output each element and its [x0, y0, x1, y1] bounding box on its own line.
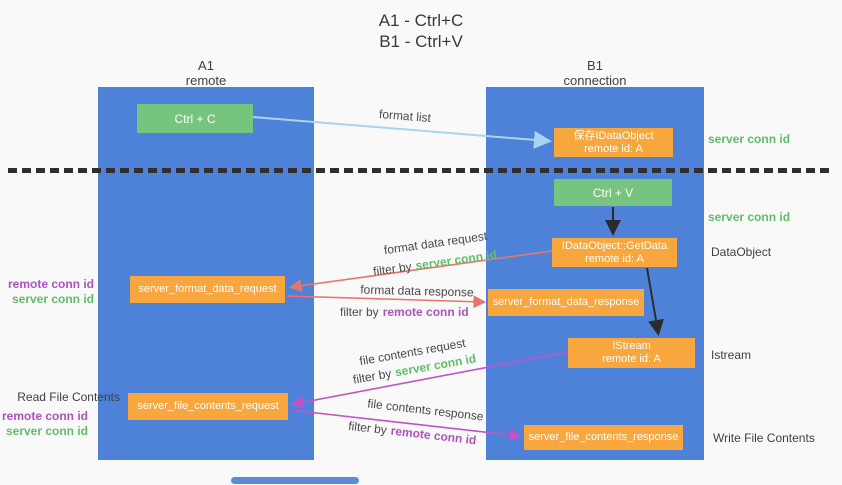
filter-by-text: filter by — [351, 366, 393, 387]
annotation-read-file-contents: Read File Contents — [17, 390, 120, 404]
node-save-idataobject-line2: remote id: A — [584, 142, 643, 155]
node-istream-line1: IStream — [612, 340, 651, 352]
annotation-left-conn-ids-1: remote conn id server conn id — [0, 277, 94, 307]
annotation-server-conn-id-1: server conn id — [11, 292, 94, 306]
node-server-format-data-request: server_format_data_request — [130, 276, 285, 303]
message-format-data-response: format data response — [360, 282, 474, 300]
node-idataobject-getdata-line1: IDataObject::GetData — [561, 239, 668, 252]
annotation-remote-conn-id-2: remote conn id — [1, 409, 88, 423]
annotation-remote-conn-id-1: remote conn id — [7, 277, 94, 291]
annotation-server-conn-id-mid: server conn id — [708, 210, 791, 224]
diagram-title: A1 - Ctrl+C B1 - Ctrl+V — [0, 10, 842, 52]
node-ctrl-c-label: Ctrl + C — [174, 111, 216, 126]
node-save-idataobject: 保存IDataObject remote id: A — [554, 128, 673, 157]
lifeline-b1-name: B1 — [587, 58, 603, 73]
node-server-file-contents-response-label: server_file_contents_response — [528, 431, 679, 443]
node-ctrl-v-label: Ctrl + V — [592, 185, 634, 200]
node-idataobject-getdata: IDataObject::GetData remote id: A — [552, 238, 677, 267]
node-server-file-contents-request-label: server_file_contents_request — [137, 400, 279, 412]
annotation-left-conn-ids-2: remote conn id server conn id — [0, 409, 88, 439]
annotation-dataobject: DataObject — [711, 245, 772, 259]
remote-conn-id-text: remote conn id — [382, 305, 469, 319]
message-file-contents-response: file contents response — [366, 396, 485, 424]
node-ctrl-v: Ctrl + V — [554, 179, 672, 206]
node-server-format-data-response-label: server_format_data_response — [492, 296, 640, 308]
lifeline-a1-subtitle: remote — [185, 73, 227, 88]
filter-by-text: filter by — [340, 305, 379, 319]
message-format-list: format list — [378, 106, 432, 126]
phase-separator-dashed-line — [8, 168, 834, 173]
node-server-format-data-response: server_format_data_response — [488, 289, 644, 316]
node-istream: IStream remote id: A — [568, 338, 695, 368]
node-server-file-contents-response: server_file_contents_response — [524, 425, 683, 450]
node-ctrl-c: Ctrl + C — [137, 104, 253, 133]
lifeline-a1-name: A1 — [198, 58, 214, 73]
annotation-istream: Istream — [711, 348, 752, 362]
node-idataobject-getdata-line2: remote id: A — [585, 252, 644, 265]
remote-conn-id-text: remote conn id — [390, 423, 478, 448]
lifeline-header-a1: A1 remote — [98, 58, 314, 88]
node-server-file-contents-request: server_file_contents_request — [128, 393, 288, 420]
lifeline-b1-subtitle: connection — [563, 73, 627, 88]
annotation-write-file-contents: Write File Contents — [713, 431, 815, 445]
filter-by-text: filter by — [347, 418, 388, 438]
lifeline-header-b1: B1 connection — [486, 58, 704, 88]
annotation-server-conn-id-2: server conn id — [5, 424, 88, 438]
title-line-1: A1 - Ctrl+C — [378, 11, 464, 30]
horizontal-scrollbar-thumb[interactable] — [231, 477, 359, 484]
node-server-format-data-request-label: server_format_data_request — [138, 283, 277, 295]
node-save-idataobject-line1: 保存IDataObject — [573, 129, 654, 142]
filter-by-text: filter by — [372, 259, 413, 279]
annotation-server-conn-id-top: server conn id — [708, 132, 791, 146]
node-istream-line2: remote id: A — [602, 353, 661, 365]
title-line-2: B1 - Ctrl+V — [379, 32, 463, 51]
